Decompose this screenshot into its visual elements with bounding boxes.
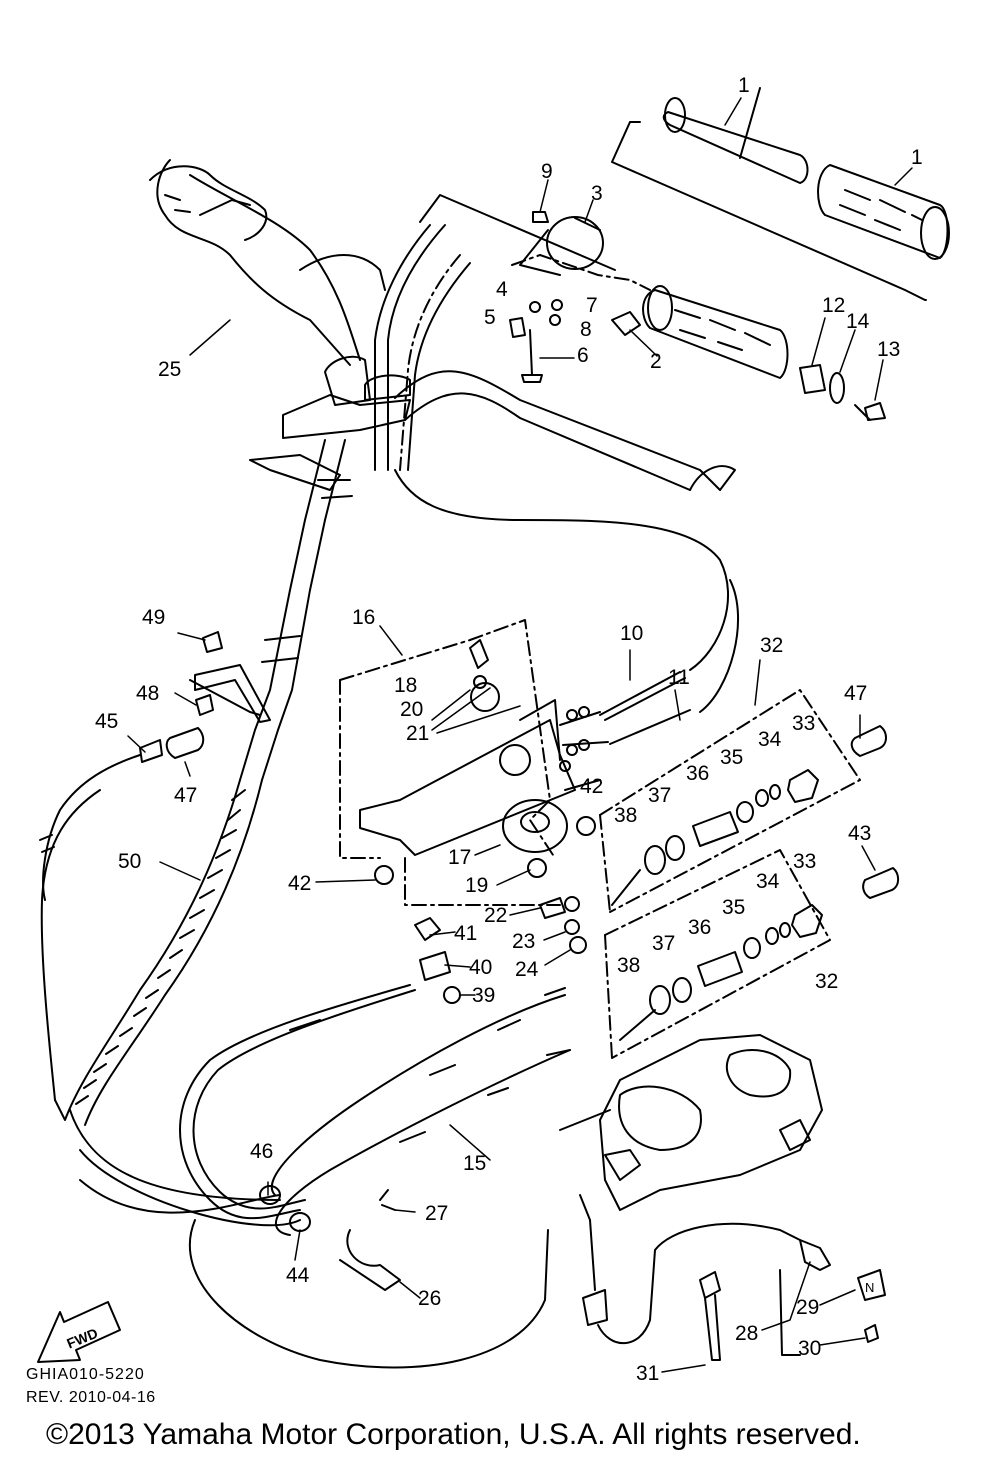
grip-group-outline: [611, 87, 927, 301]
steering-column: [194, 439, 353, 781]
grip-installed: [642, 285, 789, 379]
callout-48: 48: [136, 682, 159, 705]
carburetor-unit: [559, 1034, 823, 1211]
callout-1: 1: [738, 74, 750, 97]
throttle-cable: [394, 469, 739, 791]
wrapped-cable-bundle: [40, 779, 281, 1201]
callout-18: 18: [394, 674, 417, 697]
callout-36: 36: [688, 916, 711, 939]
grip-left: [662, 97, 809, 184]
shift-cables: [79, 984, 571, 1369]
callout-37: 37: [648, 784, 671, 807]
callout-39: 39: [472, 984, 495, 1007]
callout-8: 8: [580, 318, 592, 341]
diagram-code: GHIA010-5220: [26, 1366, 145, 1383]
throttle-lever-bracket: [359, 639, 576, 856]
callout-labels: 1 1 2 3 4 5 6 7 8 9 10 11 12 13 14 15 16…: [64, 74, 922, 1385]
callout-35: 35: [720, 746, 743, 769]
callout-28: 28: [735, 1322, 758, 1345]
callout-44: 44: [286, 1264, 310, 1287]
callout-45: 45: [95, 710, 118, 733]
callout-34: 34: [756, 870, 780, 893]
callout-14: 14: [846, 310, 870, 333]
callout-10: 10: [620, 622, 643, 645]
callout-32: 32: [760, 634, 783, 657]
callout-46: 46: [250, 1140, 273, 1163]
callout-26: 26: [418, 1287, 441, 1310]
callout-11: 11: [668, 666, 690, 689]
handlebar-clamp: [249, 355, 411, 491]
callout-17: 17: [448, 846, 471, 869]
callout-6: 6: [577, 344, 589, 367]
handlebar: [149, 159, 736, 491]
callout-50: 50: [118, 850, 141, 873]
throttle-lever-group-outline: [339, 619, 561, 906]
callout-33: 33: [793, 850, 816, 873]
callout-32: 32: [815, 970, 838, 993]
callout-41: 41: [454, 922, 477, 945]
callout-34: 34: [758, 728, 782, 751]
callout-30: 30: [798, 1337, 821, 1360]
small-fasteners: [374, 816, 596, 1004]
callout-12: 12: [822, 294, 845, 317]
neutral-label: N: [865, 1280, 874, 1295]
callout-15: 15: [463, 1152, 486, 1175]
callout-1: 1: [911, 146, 923, 169]
copyright-notice: ©2013 Yamaha Motor Corporation, U.S.A. A…: [46, 1418, 861, 1451]
cable-clamp: [189, 631, 261, 716]
callout-47: 47: [174, 784, 197, 807]
hose-clip: [339, 1189, 401, 1291]
callout-5: 5: [484, 306, 496, 329]
callout-49: 49: [142, 606, 165, 629]
end-cap-parts: [509, 211, 886, 421]
cable-end-group-lower-outline: [604, 849, 831, 1059]
callout-24: 24: [515, 958, 539, 981]
callout-23: 23: [512, 930, 535, 953]
fwd-arrow-icon: [37, 1301, 121, 1363]
callout-29: 29: [796, 1296, 819, 1319]
callout-7: 7: [586, 294, 598, 317]
callout-9: 9: [541, 160, 553, 183]
callout-16: 16: [352, 606, 375, 629]
grip-right: [817, 164, 950, 260]
callout-31: 31: [636, 1362, 659, 1385]
callout-43: 43: [848, 822, 871, 845]
callout-13: 13: [877, 338, 900, 361]
left-cable: [39, 727, 205, 901]
callout-42: 42: [580, 775, 603, 798]
callout-2: 2: [650, 350, 662, 373]
neutral-switch-cable: [579, 1194, 886, 1361]
callout-25: 25: [158, 358, 181, 381]
callout-36: 36: [686, 762, 709, 785]
leader-lines: [127, 97, 913, 1373]
callout-33: 33: [792, 712, 815, 735]
cable-end-parts: [611, 725, 900, 1041]
callout-19: 19: [465, 874, 488, 897]
throttle-housing: [519, 216, 604, 276]
callout-35: 35: [722, 896, 745, 919]
callout-40: 40: [469, 956, 492, 979]
callout-37: 37: [652, 932, 675, 955]
callout-38: 38: [617, 954, 640, 977]
callout-27: 27: [425, 1202, 448, 1225]
callout-3: 3: [591, 182, 603, 205]
callout-21: 21: [406, 722, 429, 745]
callout-4: 4: [496, 278, 508, 301]
revision-date: REV. 2010-04-16: [26, 1389, 156, 1406]
callout-42: 42: [288, 872, 311, 895]
cable-end-group-upper-outline: [599, 689, 861, 913]
callout-20: 20: [400, 698, 423, 721]
callout-47: 47: [844, 682, 867, 705]
callout-22: 22: [484, 904, 507, 927]
callout-38: 38: [614, 804, 637, 827]
